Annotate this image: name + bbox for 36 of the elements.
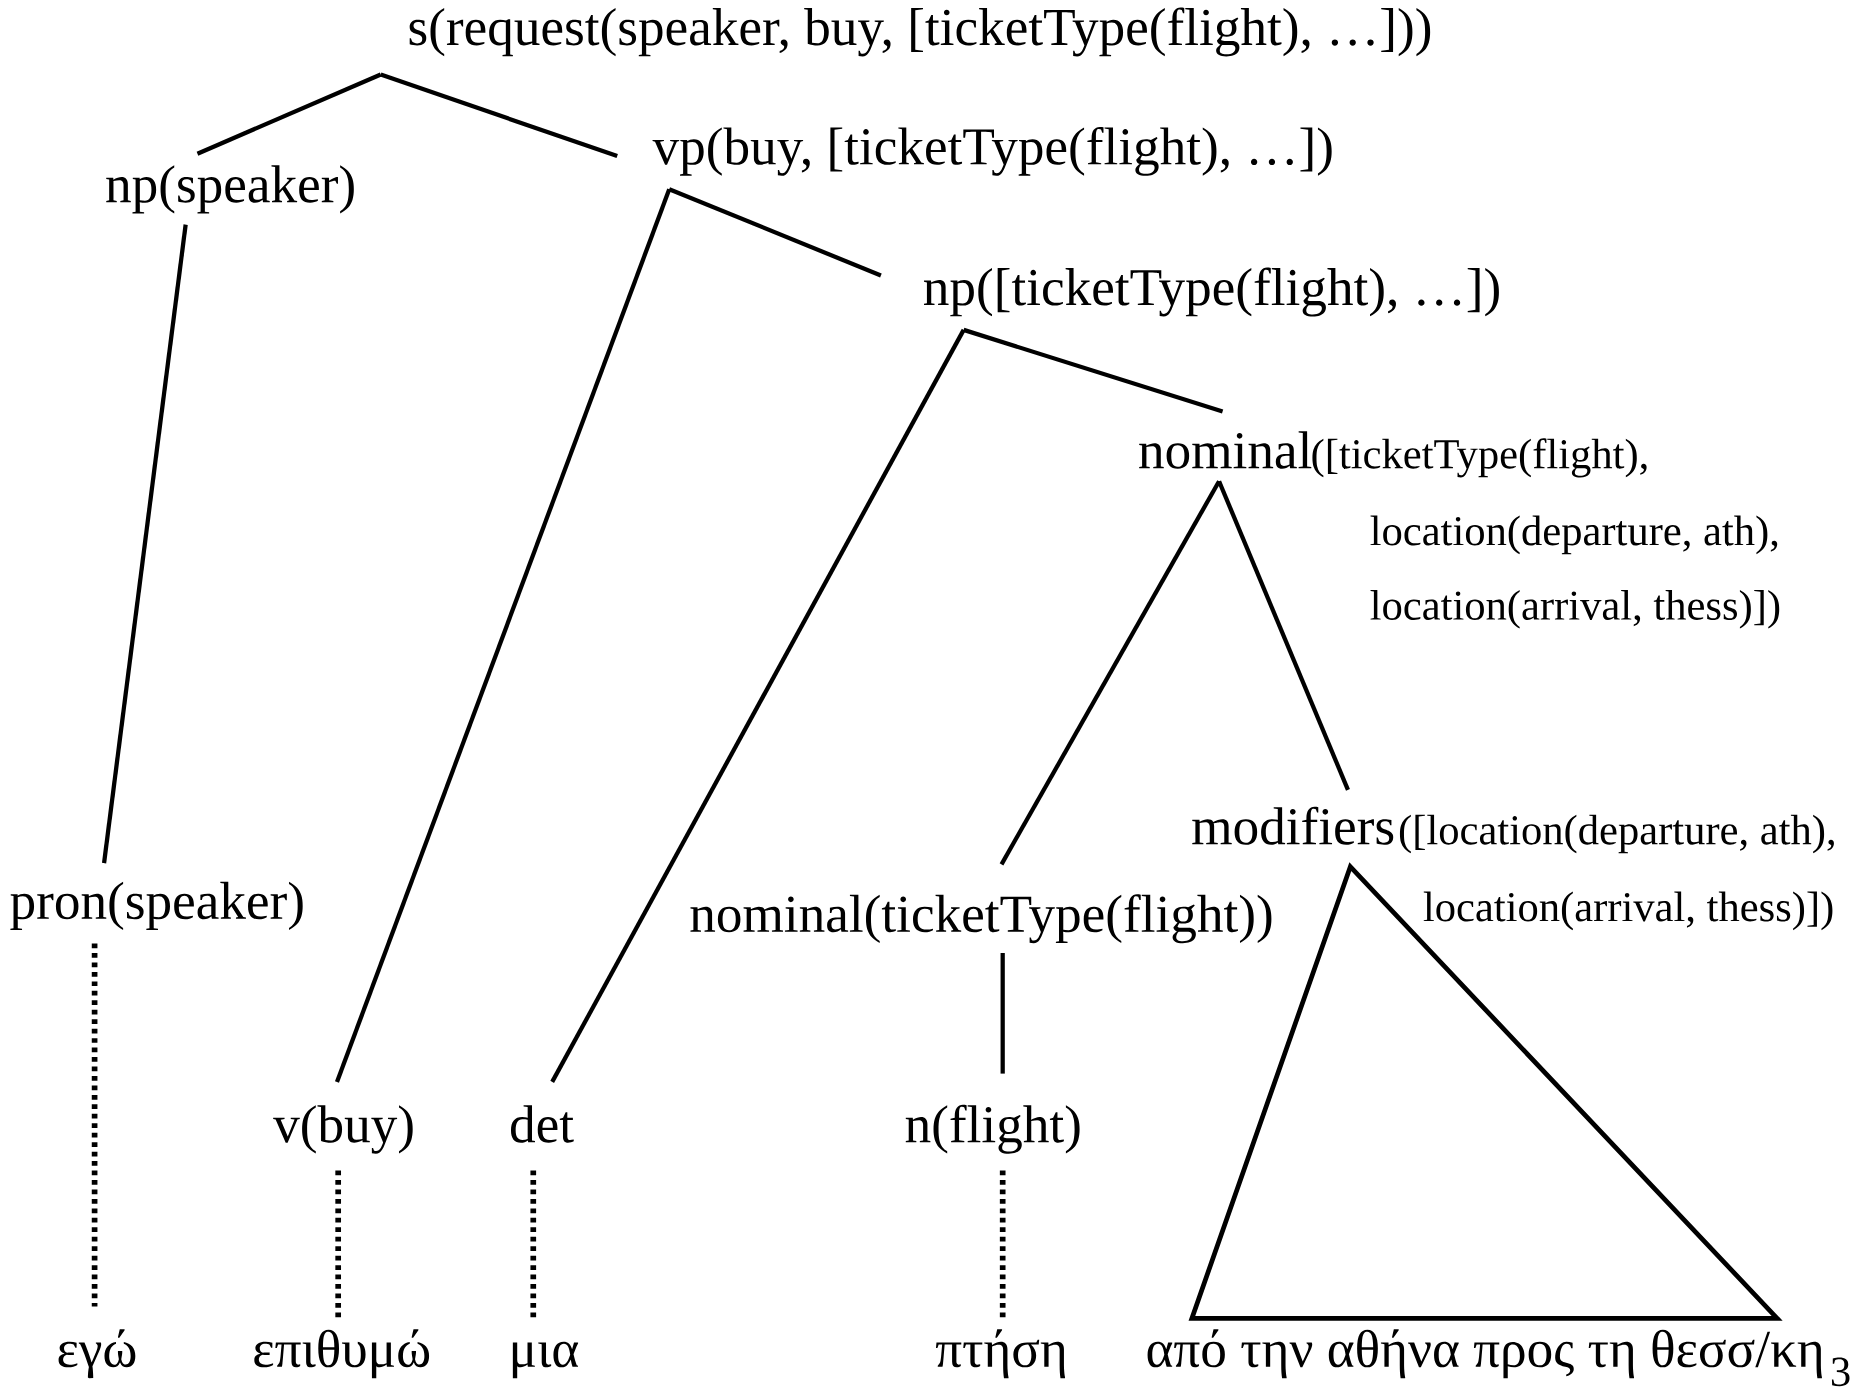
- tree-branch: [999, 480, 1221, 866]
- node-label: det: [511, 1105, 574, 1143]
- tree-branch: [668, 187, 882, 278]
- argument-text: ([ticketType(flight),: [1312, 438, 1647, 478]
- dotted-line: [999, 1170, 1006, 1319]
- node-label: modifiers: [1192, 806, 1394, 845]
- argument-text: location(arrival, thess)]): [1370, 589, 1780, 629]
- node-label: pron(speaker): [10, 881, 303, 930]
- argument-text: ([location(departure, ath),: [1399, 814, 1834, 854]
- leaf-word: μια: [512, 1341, 579, 1379]
- node-label: np(speaker): [106, 165, 354, 214]
- page-number: 3: [1831, 1357, 1850, 1386]
- node-label: vp(buy, [ticketType(flight), …]): [652, 126, 1332, 176]
- leaf-word: εγώ: [58, 1329, 136, 1378]
- tree-branch: [550, 328, 966, 1083]
- leaf-word: επιθυμώ: [254, 1329, 430, 1379]
- tree-branch: [1000, 952, 1005, 1074]
- tree-branch: [196, 72, 382, 156]
- node-label: v(buy): [273, 1105, 413, 1154]
- tree-branch: [380, 72, 618, 158]
- node-label: n(flight): [905, 1104, 1080, 1154]
- tree-branch: [1217, 480, 1350, 791]
- tree-branch: [335, 188, 672, 1083]
- dotted-line: [530, 1170, 537, 1319]
- leaf-word: από την αθήνα προς τη θεσσ/κη: [1147, 1329, 1822, 1378]
- dotted-line: [91, 943, 98, 1307]
- dotted-line: [335, 1170, 341, 1319]
- node-label: np([ticketType(flight), …]): [924, 267, 1499, 317]
- node-label: nominal: [1139, 431, 1312, 469]
- node-label: s(request(speaker, buy, [ticketType(flight), …])): [409, 7, 1431, 57]
- leaf-word: πτήση: [935, 1329, 1065, 1378]
- tree-branch: [101, 224, 188, 864]
- node-label: nominal(ticketType(flight)): [690, 894, 1272, 944]
- tree-branch: [963, 327, 1224, 414]
- argument-text: location(departure, ath),: [1370, 515, 1778, 554]
- argument-text: location(arrival, thess)]): [1423, 891, 1833, 930]
